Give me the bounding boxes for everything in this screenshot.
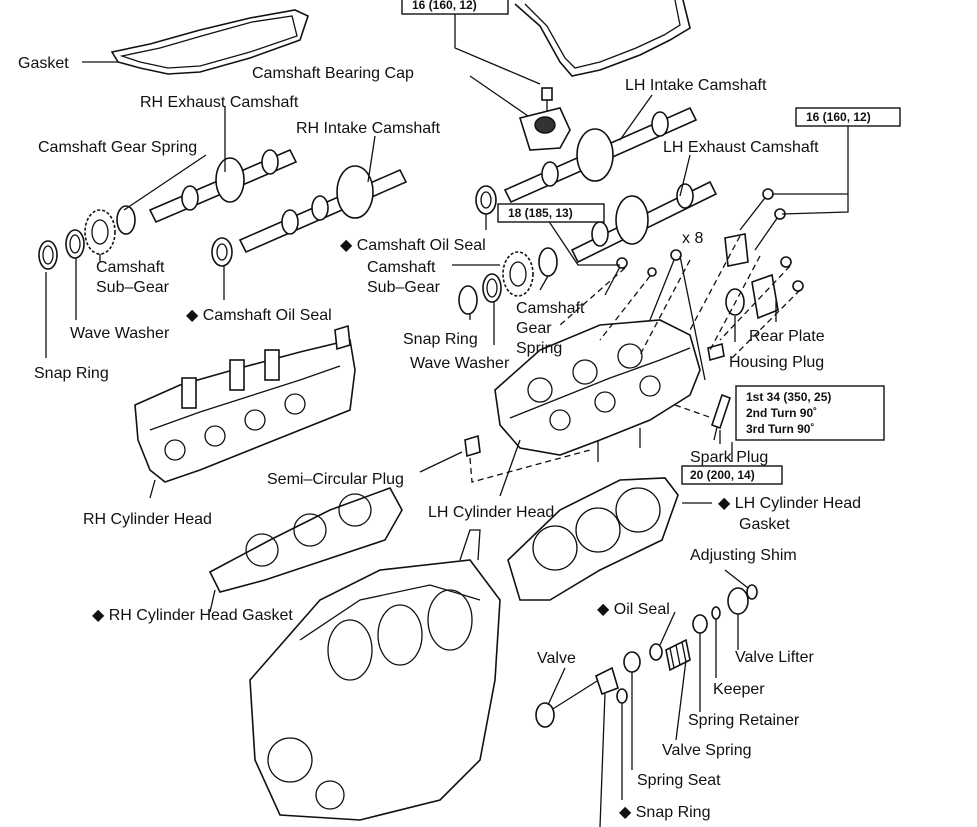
bearing-cap-bolt <box>541 87 553 112</box>
label-camshaft-sub-gear-center-2: Sub–Gear <box>367 279 441 296</box>
rh-cylinder-head-part <box>134 324 356 483</box>
torque-box-head-bolt: 1st 34 (350, 25) 2nd Turn 90˚ 3rd Turn 9… <box>735 385 885 441</box>
torque-head-bolt-1-text: 1st 34 (350, 25) <box>746 390 831 404</box>
label-rh-cylinder-head-gasket: ◆ RH Cylinder Head Gasket <box>92 607 293 624</box>
torque-spark-plug-text: 20 (200, 14) <box>690 468 755 482</box>
label-valve-lifter: Valve Lifter <box>735 649 815 666</box>
torque-box-spark-plug: 20 (200, 14) <box>681 465 783 485</box>
engine-block <box>249 529 501 821</box>
label-snap-ring-left: Snap Ring <box>34 365 109 382</box>
label-camshaft-gear-spring-left: Camshaft Gear Spring <box>38 139 197 156</box>
wave-washer-left-part <box>65 229 85 259</box>
label-camshaft-gear-spring-center-1: Camshaft <box>516 300 585 317</box>
label-rh-cylinder-head: RH Cylinder Head <box>83 511 212 528</box>
label-valve-spring: Valve Spring <box>662 742 752 759</box>
part-labels: Gasket Camshaft Bearing Cap LH Intake Ca… <box>18 55 861 821</box>
label-spring-seat: Spring Seat <box>637 772 721 789</box>
label-lh-intake-camshaft: LH Intake Camshaft <box>625 77 767 94</box>
label-gasket: Gasket <box>18 55 69 72</box>
camshaft-sub-gear-center-part <box>502 251 534 297</box>
snap-ring-bottom-part <box>616 688 628 704</box>
spark-plug-part <box>710 393 732 441</box>
torque-head-bolt-2-text: 2nd Turn 90˚ <box>746 406 817 420</box>
label-adjusting-shim: Adjusting Shim <box>690 547 797 564</box>
valve-part <box>535 666 619 728</box>
keeper-part <box>711 606 721 620</box>
wave-washer-center-part <box>482 273 502 303</box>
camshaft-oil-seal-center-part <box>475 185 497 215</box>
label-wave-washer-left: Wave Washer <box>70 325 170 342</box>
label-lh-cylinder-head-gasket-1: ◆ LH Cylinder Head <box>718 495 861 512</box>
label-camshaft-sub-gear-center-1: Camshaft <box>367 259 436 276</box>
label-lh-exhaust-camshaft: LH Exhaust Camshaft <box>663 139 819 156</box>
label-camshaft-gear-spring-center-3: Spring <box>516 340 562 357</box>
spring-retainer-part <box>692 614 708 634</box>
torque-center-text: 18 (185, 13) <box>508 206 573 220</box>
snap-ring-left-part <box>38 240 58 270</box>
semi-circular-plug-part <box>464 434 481 458</box>
label-rh-intake-camshaft: RH Intake Camshaft <box>296 120 441 137</box>
label-housing-plug: Housing Plug <box>729 354 824 371</box>
camshaft-bearing-cap-part <box>518 107 571 151</box>
label-snap-ring-bottom: ◆ Snap Ring <box>619 804 710 821</box>
label-camshaft-bearing-cap: Camshaft Bearing Cap <box>252 65 414 82</box>
label-lh-cylinder-head: LH Cylinder Head <box>428 504 554 521</box>
lh-cylinder-head-gasket-part <box>507 477 679 601</box>
camshaft-oil-seal-left-part <box>211 237 233 267</box>
valve-spring-part <box>665 638 691 672</box>
assembly-guide-lines <box>469 235 801 483</box>
torque-leaders <box>454 14 849 462</box>
label-semi-circular-plug: Semi–Circular Plug <box>267 471 404 488</box>
label-valve: Valve <box>537 650 576 667</box>
torque-box-top: 16 (160, 12) <box>401 0 509 15</box>
torque-box-right: 16 (160, 12) <box>795 107 901 127</box>
label-camshaft-sub-gear-left-1: Camshaft <box>96 259 165 276</box>
lh-cylinder-head-part <box>494 319 701 462</box>
label-snap-ring-center: Snap Ring <box>403 331 478 348</box>
label-rear-plate: Rear Plate <box>749 328 825 345</box>
label-wave-washer-center: Wave Washer <box>410 355 510 372</box>
spring-seat-part <box>623 651 641 673</box>
camshaft-sub-gear-left-part <box>84 209 116 255</box>
label-spark-plug: Spark Plug <box>690 449 768 466</box>
housing-plug-part <box>707 233 749 362</box>
adjusting-shim-part <box>746 584 758 600</box>
torque-head-bolt-3-text: 3rd Turn 90˚ <box>746 422 814 436</box>
label-spring-retainer: Spring Retainer <box>688 712 800 729</box>
torque-top-text: 16 (160, 12) <box>412 0 477 12</box>
rh-exhaust-camshaft-part <box>148 148 298 224</box>
leader-lines <box>45 61 777 827</box>
label-x8: x 8 <box>682 230 703 247</box>
oil-seal-part <box>649 643 663 661</box>
label-camshaft-oil-seal-left: ◆ Camshaft Oil Seal <box>186 307 332 324</box>
valve-lifter-part <box>727 587 749 615</box>
label-keeper: Keeper <box>713 681 765 698</box>
rh-intake-camshaft-part <box>238 165 408 254</box>
snap-ring-center-part <box>458 285 478 315</box>
rear-plate-part <box>751 256 804 320</box>
label-camshaft-gear-spring-center-2: Gear <box>516 320 552 337</box>
torque-right-text: 16 (160, 12) <box>806 110 871 124</box>
lh-exhaust-camshaft-part <box>570 180 718 264</box>
torque-box-center: 18 (185, 13) <box>497 203 605 223</box>
valve-cover-gasket-lh <box>514 0 691 77</box>
label-camshaft-sub-gear-left-2: Sub–Gear <box>96 279 170 296</box>
label-lh-cylinder-head-gasket-2: Gasket <box>739 516 790 533</box>
lh-intake-camshaft-part <box>503 106 698 204</box>
camshaft-gear-spring-center-part <box>538 247 558 277</box>
label-oil-seal: ◆ Oil Seal <box>597 601 670 618</box>
rh-cylinder-head-gasket-part <box>208 487 403 593</box>
label-rh-exhaust-camshaft: RH Exhaust Camshaft <box>140 94 299 111</box>
valve-cover-gasket-rh <box>110 9 309 75</box>
camshaft-gear-spring-left-part <box>116 205 136 235</box>
label-camshaft-oil-seal-center: ◆ Camshaft Oil Seal <box>340 237 486 254</box>
